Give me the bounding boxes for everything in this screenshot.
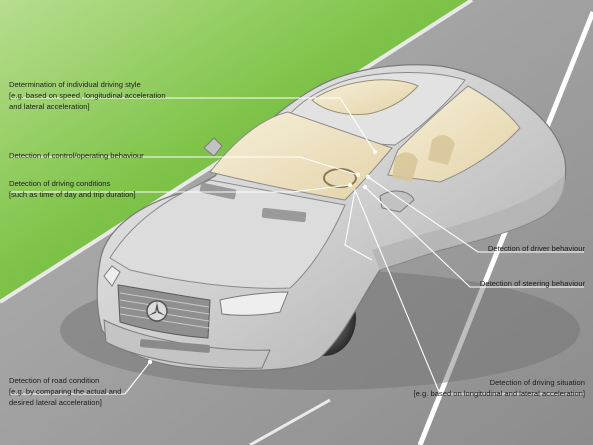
label-driving-style-title: Determination of individual driving styl… xyxy=(9,80,141,89)
label-driving-situation-title: Detection of driving situation xyxy=(489,378,585,387)
brand-emblem xyxy=(146,300,168,322)
lane-marking-2 xyxy=(249,398,331,445)
side-mirror-left xyxy=(203,137,223,157)
label-steering-behaviour-title: Detection of steering behaviour xyxy=(479,279,585,288)
label-control-behaviour-title: Detection of control/operating behaviour xyxy=(9,151,144,160)
label-driving-situation-note-1: [e.g. based on longitudinal and lateral … xyxy=(413,389,585,398)
side-window xyxy=(387,85,521,183)
sensor-points xyxy=(147,149,378,365)
label-driver-behaviour-title: Detection of driver behaviour xyxy=(487,244,585,253)
headlight-left xyxy=(103,265,121,287)
bonnet xyxy=(109,179,346,289)
label-driving-style-note-1: [e.g. based on speed, longitudinal accel… xyxy=(9,91,166,100)
seat-2 xyxy=(428,135,455,165)
sunroof xyxy=(311,79,419,115)
label-road-condition-note-1: [e.g. by comparing the actual and xyxy=(9,387,122,396)
bonnet-vents xyxy=(199,182,307,223)
leader-lines xyxy=(10,97,584,395)
label-driving-situation: Detection of driving situation [e.g. bas… xyxy=(414,377,585,399)
seat xyxy=(392,152,418,182)
label-driving-conditions-title: Detection of driving conditions xyxy=(9,179,111,188)
side-mirror xyxy=(379,190,415,213)
label-driving-style: Determination of individual driving styl… xyxy=(9,79,166,112)
label-driving-conditions: Detection of driving conditions [such as… xyxy=(9,178,136,200)
label-steering-behaviour: Detection of steering behaviour xyxy=(480,278,585,289)
label-driving-style-note-2: and lateral acceleration] xyxy=(9,102,90,111)
label-road-condition: Detection of road condition [e.g. by com… xyxy=(9,375,121,408)
label-driver-behaviour: Detection of driver behaviour xyxy=(488,243,585,254)
label-road-condition-title: Detection of road condition xyxy=(9,376,100,385)
side-panel xyxy=(372,175,566,270)
headlight xyxy=(219,291,289,316)
label-road-condition-note-2: desired lateral acceleration] xyxy=(9,398,102,407)
lower-intake xyxy=(139,339,211,353)
label-driving-conditions-note-1: [such as time of day and trip duration] xyxy=(9,190,136,199)
label-control-behaviour: Detection of control/operating behaviour xyxy=(9,150,144,161)
